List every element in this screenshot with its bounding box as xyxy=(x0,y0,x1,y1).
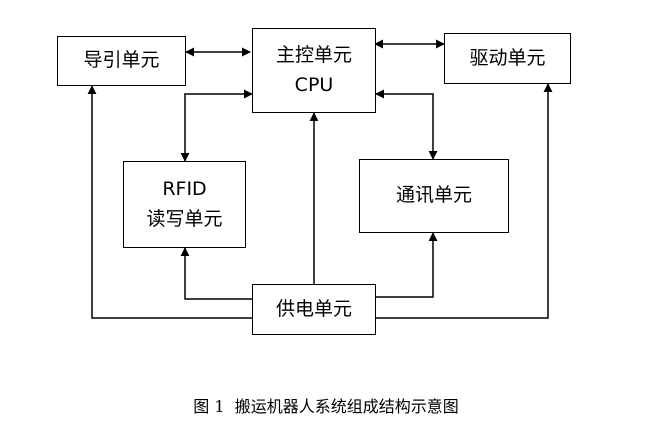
edge-power-rfid xyxy=(180,247,252,300)
communication-unit-label: 通讯单元 xyxy=(395,184,472,207)
edge-power-guide xyxy=(87,85,252,319)
guide-unit-box: 导引单元 xyxy=(57,36,186,86)
guide-unit-label: 导引单元 xyxy=(83,49,160,72)
rfid-unit-label: 读写单元 xyxy=(146,207,223,230)
main-control-cpu-label: CPU xyxy=(294,73,334,96)
drive-unit-box: 驱动单元 xyxy=(444,33,571,84)
main-control-unit-label: 主控单元 xyxy=(275,44,352,67)
communication-unit-box: 通讯单元 xyxy=(359,159,509,233)
figure-caption: 图 1 搬运机器人系统组成结构示意图 xyxy=(193,397,459,416)
edge-main-rfid xyxy=(180,89,253,162)
rfid-unit-box: RFID 读写单元 xyxy=(123,161,246,248)
power-unit-box: 供电单元 xyxy=(252,284,376,335)
edge-power-comm xyxy=(376,232,438,298)
main-control-unit-box: 主控单元 CPU xyxy=(252,28,376,113)
edge-main-comm xyxy=(375,89,438,160)
power-unit-label: 供电单元 xyxy=(275,297,352,320)
edge-power-drive xyxy=(376,83,553,319)
rfid-unit-title: RFID xyxy=(162,178,207,201)
drive-unit-label: 驱动单元 xyxy=(469,46,546,69)
